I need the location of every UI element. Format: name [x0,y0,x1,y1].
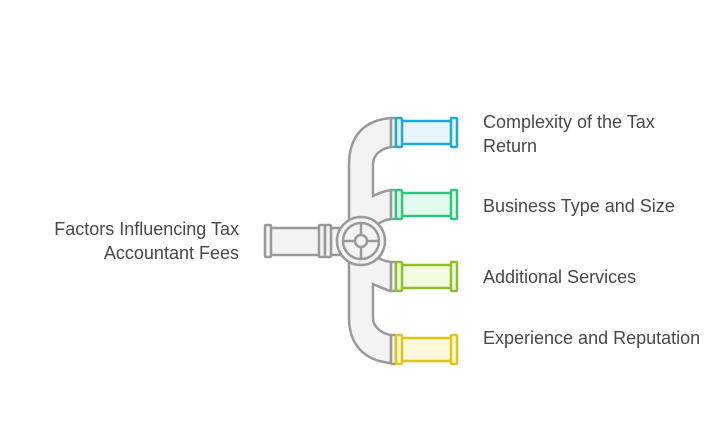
outlet-flange-outer-3 [449,260,459,293]
outlet-flange-outer-1 [449,116,459,149]
outlet-flange-inner-2 [394,188,404,221]
outlet-flange-outer-4 [449,333,459,366]
outlet-pipe-2 [395,191,455,218]
outlet-flange-inner-1 [394,116,404,149]
input-flange-right-2 [323,223,333,259]
outlet-pipe-1 [395,119,455,146]
outlet-pipe-4 [395,336,455,363]
factor-label-1: Complexity of the Tax Return [483,112,655,156]
outlet-pipe-3 [395,263,455,290]
factor-label-2: Business Type and Size [483,196,675,216]
factor-label-3: Additional Services [483,267,637,287]
input-flange-left [263,223,273,259]
outlet-flange-inner-4 [394,333,404,366]
outlet-flange-outer-2 [449,188,459,221]
outlet-flange-inner-3 [394,260,404,293]
factor-label-4: Experience and Reputation [483,328,701,348]
title-label: Factors Influencing Tax Accountant Fees [54,219,239,263]
valve-hub [353,233,369,249]
